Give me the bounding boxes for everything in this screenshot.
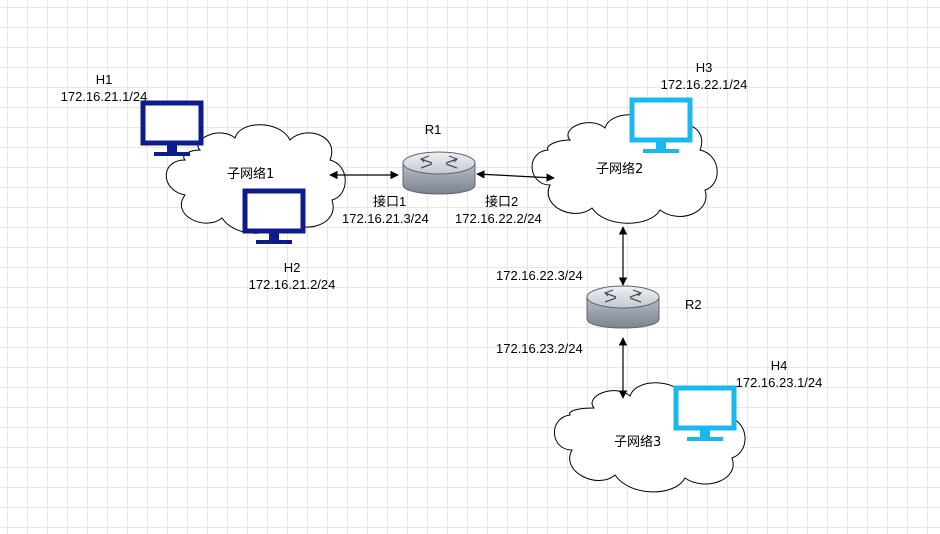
- host-h1-monitor-icon[interactable]: [140, 100, 204, 156]
- router-r2-icon[interactable]: [586, 285, 660, 329]
- router-r2-name: R2: [685, 297, 702, 312]
- host-h2-name: H2: [283, 260, 301, 275]
- router-r2-if-top-ip: 172.16.22.3/24: [496, 268, 583, 283]
- router-r2-if-bottom-ip: 172.16.23.2/24: [496, 341, 583, 356]
- link-r1-subnet2: [476, 170, 555, 182]
- subnet-2-label: 子网络2: [596, 162, 644, 177]
- host-h2-ip: 172.16.21.2/24: [248, 277, 336, 292]
- subnet-1-label: 子网络1: [227, 167, 275, 182]
- router-r1-name: R1: [424, 122, 442, 137]
- host-h4-name: H4: [770, 358, 788, 373]
- host-h1-ip: 172.16.21.1/24: [60, 89, 148, 104]
- router-r1-if1-label: 接口1: [373, 194, 407, 209]
- host-h4-monitor-icon[interactable]: [673, 385, 737, 441]
- host-h1-name: H1: [95, 72, 113, 87]
- host-h3-monitor-icon[interactable]: [629, 97, 693, 153]
- subnet-3-label: 子网络3: [614, 435, 662, 450]
- host-h2-monitor-icon[interactable]: [242, 188, 306, 244]
- host-h4-ip: 172.16.23.1/24: [735, 375, 823, 390]
- router-r1-icon[interactable]: [402, 151, 476, 195]
- host-h3-ip: 172.16.22.1/24: [660, 77, 748, 92]
- router-r1-if2-label: 接口2: [485, 194, 519, 209]
- host-h3-name: H3: [695, 60, 713, 75]
- router-r1-if1-ip: 172.16.21.3/24: [342, 211, 429, 226]
- router-r1-if2-ip: 172.16.22.2/24: [455, 211, 542, 226]
